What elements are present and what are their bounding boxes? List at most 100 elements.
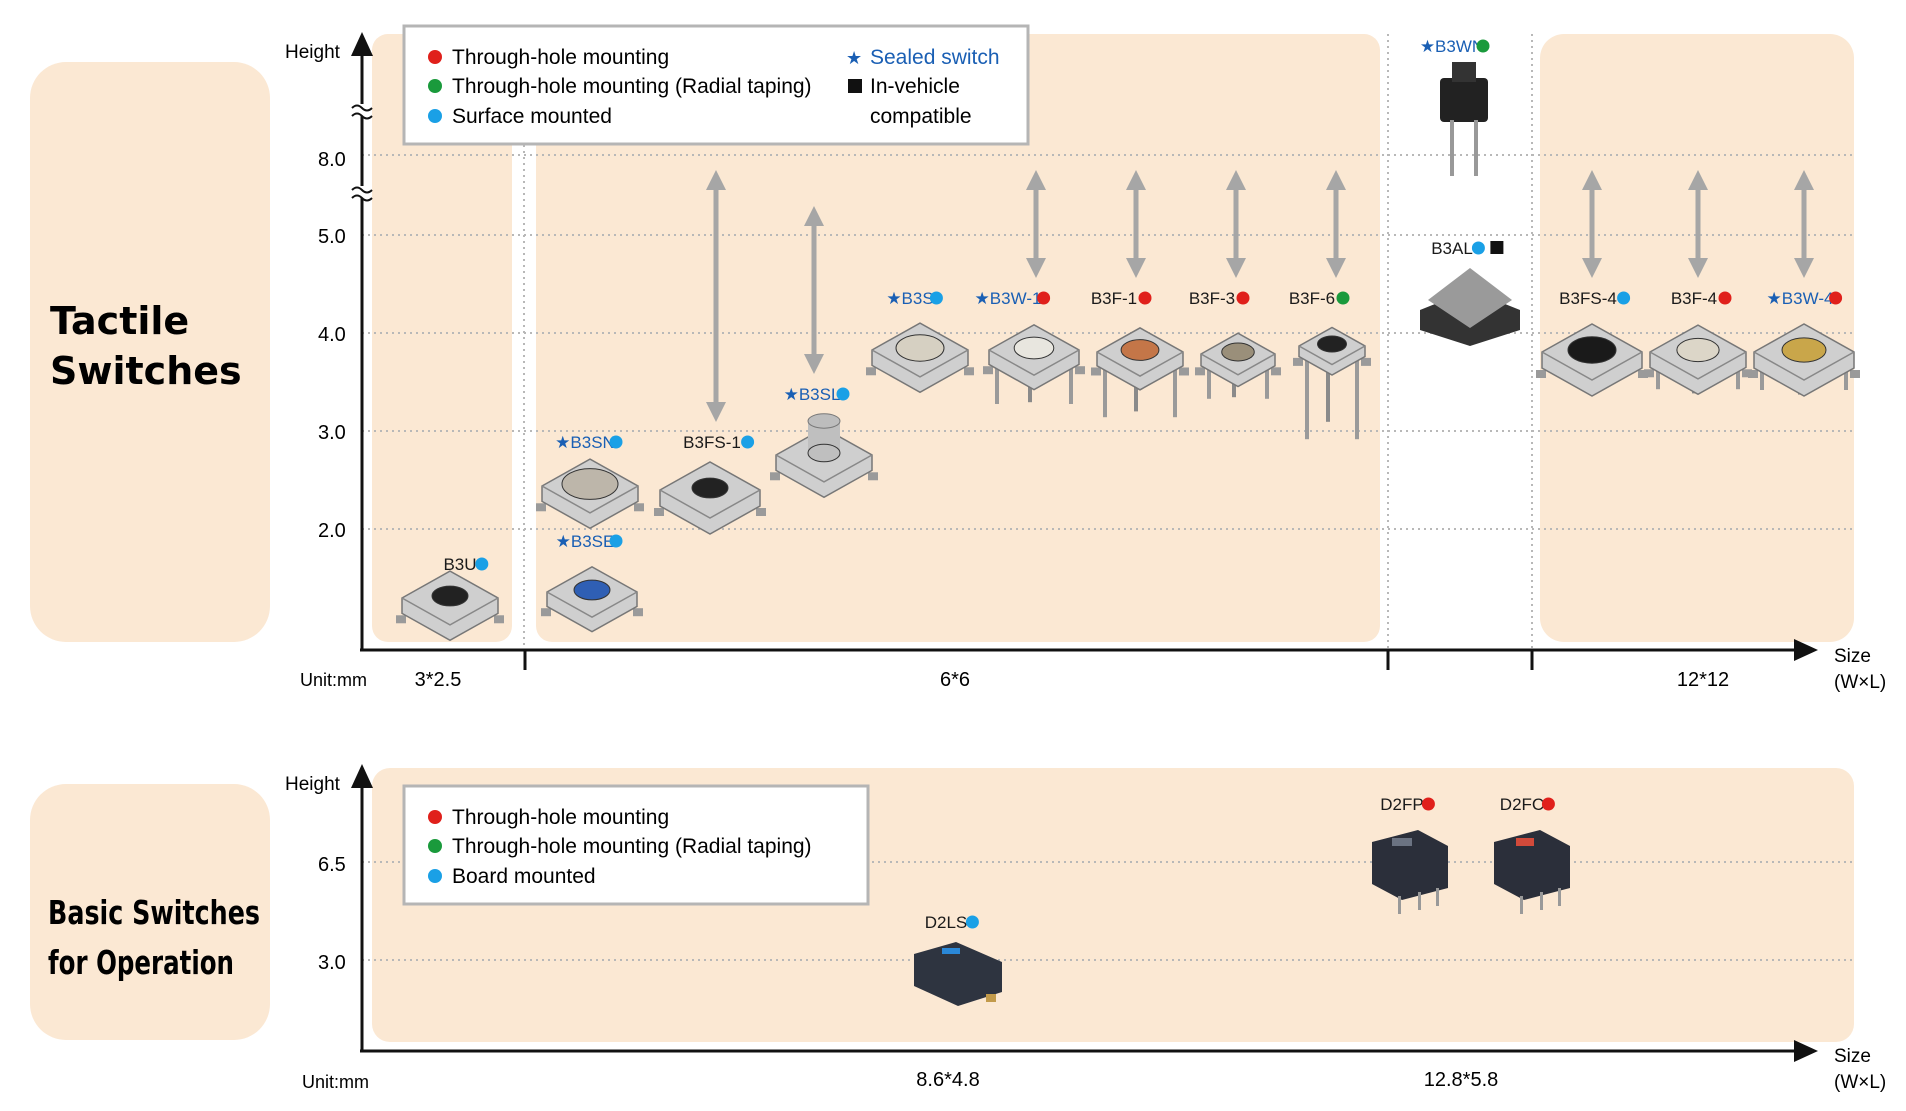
- tactile-size-label-sub: (W×L): [1834, 672, 1886, 693]
- product-d2fp: D2FP: [1372, 795, 1448, 914]
- product-label: ★B3WN: [1420, 37, 1484, 56]
- product-label: ★B3S: [886, 289, 933, 308]
- basic-x-arrowhead: [1794, 1040, 1818, 1062]
- mount-dot: [1829, 291, 1843, 305]
- basic-tick-3: 3.0: [318, 952, 346, 974]
- tactile-height-label: Height: [285, 42, 341, 63]
- basic-axes: [360, 788, 1798, 1053]
- tactile-axes: [360, 48, 1798, 670]
- product-b3f-1: B3F-1: [1091, 289, 1189, 418]
- product-label: ★B3SE: [556, 532, 615, 551]
- mount-dot: [929, 291, 943, 305]
- legend-surface: Surface mounted: [452, 105, 612, 128]
- tactile-gridlines: [362, 34, 1856, 648]
- basic-title-line1: Basic Switches: [48, 893, 260, 932]
- mount-dot: [741, 435, 755, 449]
- product-b3wn: ★B3WN: [1420, 37, 1490, 176]
- tactile-title-line1: Tactile: [50, 299, 189, 343]
- tactile-unit-label: Unit:mm: [300, 670, 367, 690]
- product-b3fs-1: B3FS-1: [654, 433, 766, 535]
- range-arrow: [1026, 170, 1046, 278]
- mount-dot: [1236, 291, 1250, 305]
- basic-size-label-sub: (W×L): [1834, 1072, 1886, 1093]
- basic-tick-65: 6.5: [318, 854, 346, 876]
- product-label: B3F-4: [1671, 289, 1717, 308]
- product-b3se: ★B3SE: [541, 532, 643, 633]
- range-arrow: [1688, 170, 1708, 278]
- tactile-tick-5: 5.0: [318, 226, 346, 248]
- basic-legend-radial-taping: Through-hole mounting (Radial taping): [452, 835, 812, 858]
- tactile-products: B3U ★B3SN ★B3SE B3FS-1 ★B3SL ★B3S ★B3W-1 B3F-1 B…: [396, 37, 1860, 642]
- product-label: ★B3SN: [555, 433, 615, 452]
- tactile-tick-2: 2.0: [318, 520, 346, 542]
- legend-radial-taping: Through-hole mounting (Radial taping): [452, 75, 812, 98]
- basic-legend: Through-hole mounting Through-hole mount…: [402, 784, 870, 906]
- tactile-x-arrowhead: [1794, 639, 1818, 661]
- mount-dot: [1037, 291, 1051, 305]
- mount-dot: [965, 915, 979, 929]
- product-b3sn: ★B3SN: [536, 433, 644, 530]
- product-label: B3U: [443, 555, 476, 574]
- invehicle-icon: [1490, 241, 1504, 254]
- mount-dot: [1718, 291, 1732, 305]
- product-b3f-3: B3F-3: [1189, 289, 1281, 399]
- product-b3s: ★B3S: [866, 289, 974, 394]
- product-label: B3F-6: [1289, 289, 1335, 308]
- product-b3w-4: ★B3W-4: [1748, 289, 1860, 397]
- product-b3fs-4: B3FS-4: [1536, 289, 1648, 397]
- range-arrow: [706, 170, 726, 422]
- mount-dot: [1617, 291, 1631, 305]
- product-b3w-1: ★B3W-1: [975, 289, 1085, 404]
- mount-dot: [609, 435, 623, 449]
- tactile-xcat-3x25: 3*2.5: [415, 669, 462, 691]
- legend-star-icon: ★: [846, 48, 862, 69]
- product-label: B3FS-1: [683, 433, 741, 452]
- tactile-xcat-6x6: 6*6: [940, 669, 970, 691]
- tactile-size-label: Size: [1834, 646, 1871, 667]
- tactile-panel-3x25: [372, 34, 512, 642]
- tactile-y-arrowhead: [351, 32, 373, 56]
- product-b3sl: ★B3SL: [770, 385, 878, 499]
- mount-dot: [836, 387, 850, 401]
- mount-dot: [475, 557, 489, 571]
- legend-sealed: Sealed switch: [870, 46, 1000, 69]
- product-b3f-6: B3F-6: [1289, 289, 1371, 440]
- mount-dot: [1421, 797, 1435, 811]
- mount-dot: [1471, 241, 1485, 255]
- tactile-tick-3: 3.0: [318, 422, 346, 444]
- basic-legend-through-hole: Through-hole mounting: [452, 806, 669, 829]
- product-d2ls: D2LS: [914, 913, 1002, 1006]
- basic-xcat-86x48: 8.6*4.8: [916, 1069, 979, 1091]
- product-label: D2FP: [1380, 795, 1423, 814]
- basic-legend-board: Board mounted: [452, 865, 596, 888]
- product-label: D2FC: [1500, 795, 1544, 814]
- range-arrow: [1326, 170, 1346, 278]
- range-arrow: [804, 206, 824, 374]
- range-arrow: [1794, 170, 1814, 278]
- product-b3al: B3AL: [1420, 239, 1520, 346]
- basic-unit-label: Unit:mm: [302, 1072, 369, 1092]
- tactile-tick-4: 4.0: [318, 324, 346, 346]
- product-label: B3FS-4: [1559, 289, 1617, 308]
- mount-dot: [1541, 797, 1555, 811]
- mount-dot: [1476, 39, 1490, 53]
- tactile-xcat-12x12: 12*12: [1677, 669, 1729, 691]
- legend-through-hole: Through-hole mounting: [452, 46, 669, 69]
- legend-invehicle-1: In-vehicle: [870, 75, 960, 98]
- basic-xcat-128x58: 12.8*5.8: [1424, 1069, 1499, 1091]
- basic-title-line2: for Operation: [48, 943, 234, 982]
- product-d2fc: D2FC: [1494, 795, 1570, 914]
- mount-dot: [609, 534, 623, 548]
- range-arrow: [1126, 170, 1146, 278]
- basic-size-label: Size: [1834, 1046, 1871, 1067]
- product-label: ★B3W-4: [1767, 289, 1834, 308]
- basic-products: D2FP D2FC D2LS: [914, 795, 1570, 1006]
- product-b3f-4: B3F-4: [1644, 289, 1752, 396]
- product-label: ★B3W-1: [975, 289, 1042, 308]
- legend-square-icon: [848, 79, 862, 93]
- product-label: B3F-1: [1091, 289, 1137, 308]
- mount-dot: [1138, 291, 1152, 305]
- tactile-title-panel: [30, 62, 270, 642]
